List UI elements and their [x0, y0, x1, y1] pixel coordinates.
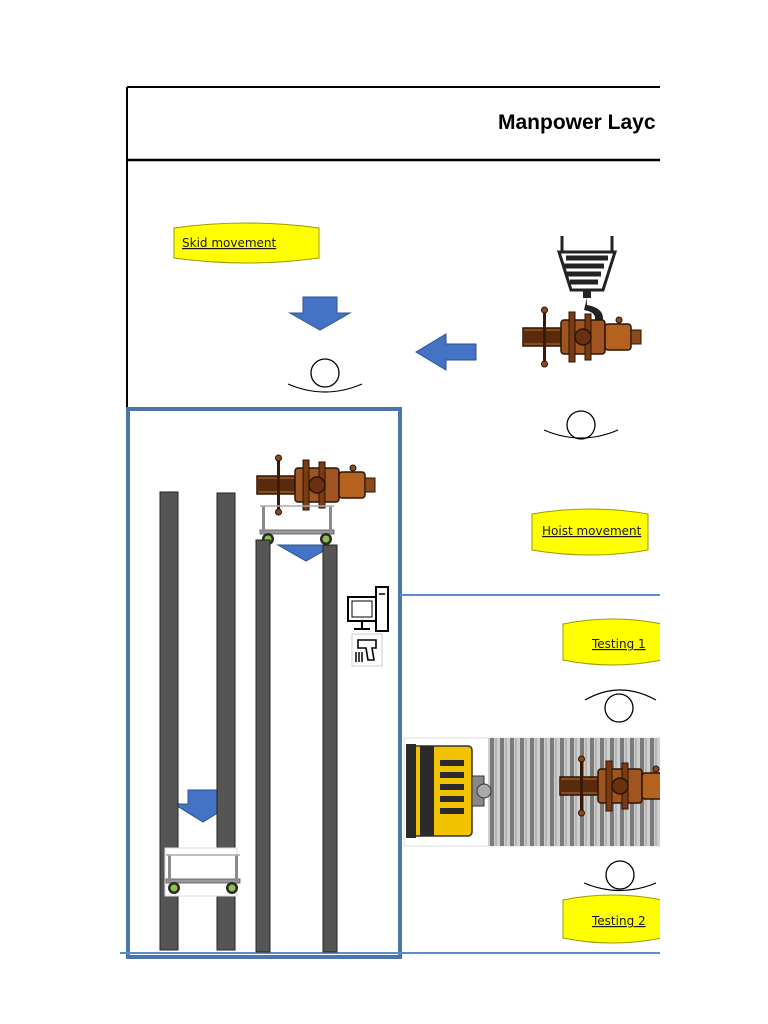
page-frame: [126, 86, 660, 408]
computer-icon: [347, 586, 389, 632]
page-title: Manpower Layc: [498, 111, 656, 134]
testing-station: [403, 737, 660, 847]
assembly-rails: [159, 491, 338, 953]
trolley-down-arrow-icon: [276, 544, 336, 562]
electric-motor-icon: [406, 744, 492, 838]
hoist-movement-label: Hoist movement: [542, 524, 642, 538]
left-arrow-icon: [415, 333, 477, 371]
diagram-canvas: Skid movement Hoist movement Testing 1 T…: [120, 86, 660, 959]
barcode-scanner-icon: [351, 633, 383, 667]
skid-down-arrow-icon: [288, 296, 352, 331]
operator-icon-skid: [287, 358, 363, 393]
testing-2-banner: [562, 894, 660, 944]
testing-2-label: Testing 2: [591, 914, 646, 928]
assembly-bay-border: [126, 407, 402, 959]
engine-icon-hoist: [522, 306, 642, 368]
testing-1-banner: [562, 618, 660, 666]
trolley-icon-upper: [259, 505, 335, 546]
operator-icon-testing-2: [583, 860, 657, 892]
operator-icon-testing-1: [584, 689, 657, 723]
skid-movement-banner: [173, 222, 320, 264]
visible-area: Skid movement Hoist movement Testing 1 T…: [120, 86, 660, 959]
skid-movement-label: Skid movement: [182, 236, 277, 250]
testing-1-label: Testing 1: [591, 637, 646, 651]
operator-icon-hoist: [543, 410, 619, 440]
hoist-movement-banner: [531, 508, 649, 556]
